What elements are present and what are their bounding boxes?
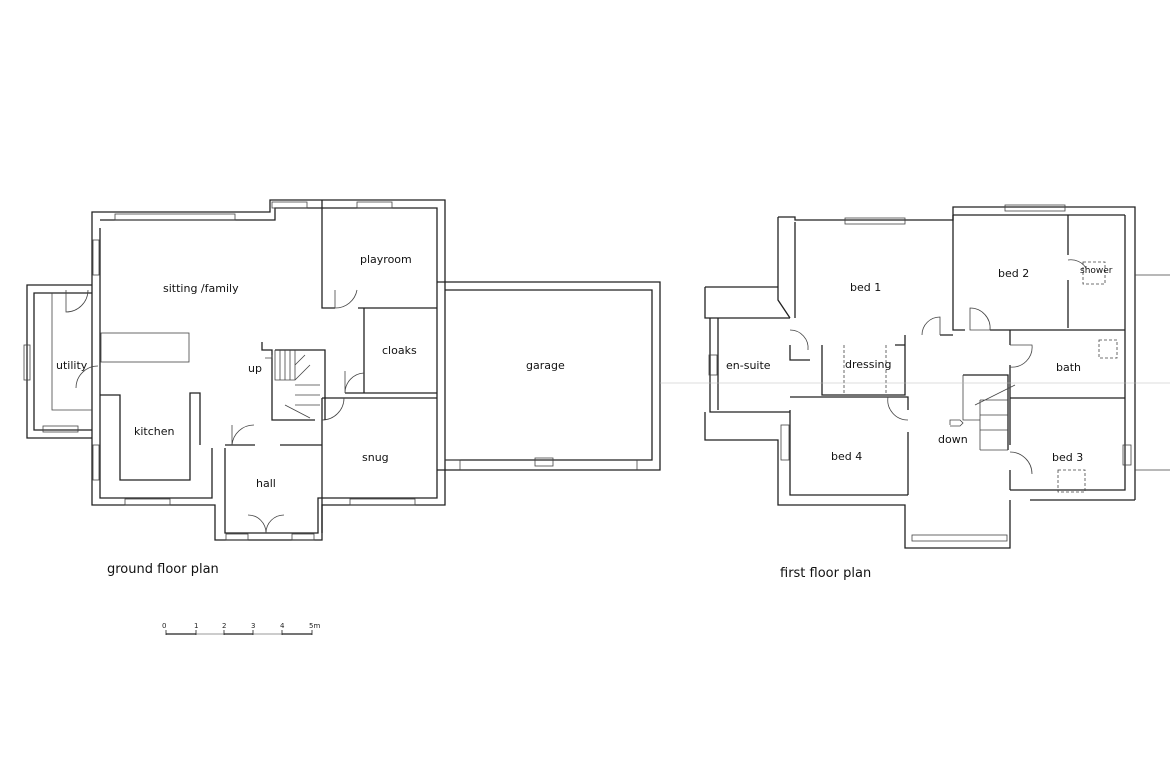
ground-floor-plan xyxy=(23,199,446,541)
garage xyxy=(437,281,661,471)
door-swing xyxy=(1009,451,1033,475)
scale-bar: 0 1 2 3 4 5m xyxy=(162,622,320,635)
window xyxy=(23,344,31,381)
shower-tray xyxy=(1082,261,1106,285)
door-swing xyxy=(887,396,909,421)
room-label-utility: utility xyxy=(56,359,88,372)
first-floor-title: first floor plan xyxy=(780,566,871,581)
scale-tick-label: 0 xyxy=(162,622,166,630)
ground-inner-wall xyxy=(99,207,438,534)
front-door xyxy=(247,514,285,534)
door-swing xyxy=(231,424,255,446)
ground-floor-title: ground floor plan xyxy=(107,562,219,577)
room-label-bed4: bed 4 xyxy=(831,450,862,463)
window xyxy=(92,444,100,481)
room-label-bed3: bed 3 xyxy=(1052,451,1083,464)
scale-tick-label: 3 xyxy=(251,622,255,630)
scale-tick-label: 1 xyxy=(194,622,198,630)
room-label-kitchen: kitchen xyxy=(134,425,175,438)
door-swing xyxy=(344,371,365,394)
window xyxy=(356,201,393,209)
window xyxy=(1004,204,1066,212)
window xyxy=(708,354,718,376)
window xyxy=(92,239,100,276)
staircase xyxy=(962,375,1016,451)
room-label-bed2: bed 2 xyxy=(998,267,1029,280)
room-label-shower: shower xyxy=(1080,266,1113,276)
window xyxy=(114,213,236,221)
first-outer-wall xyxy=(704,206,1136,549)
bath-fixture xyxy=(1098,339,1118,359)
window xyxy=(349,498,416,506)
door-swing xyxy=(65,289,89,313)
door-swing xyxy=(1009,344,1033,368)
staircase xyxy=(261,342,326,421)
utility-wall xyxy=(26,284,92,439)
room-label-bath: bath xyxy=(1056,361,1081,374)
stair-label-up: up xyxy=(248,362,262,375)
window xyxy=(844,217,906,225)
door-swing xyxy=(75,365,99,389)
window xyxy=(291,533,315,541)
scale-tick-label: 2 xyxy=(222,622,226,630)
window xyxy=(271,201,308,209)
room-label-sitting-family: sitting /family xyxy=(163,282,239,295)
room-label-playroom: playroom xyxy=(360,253,412,266)
window xyxy=(225,533,249,541)
fixture xyxy=(1057,469,1086,493)
window xyxy=(911,534,1008,542)
room-label-hall: hall xyxy=(256,477,276,490)
window xyxy=(42,425,79,433)
scale-tick-label: 4 xyxy=(280,622,285,630)
window xyxy=(124,498,171,506)
door-swing xyxy=(334,289,358,309)
door-swing xyxy=(969,307,991,331)
kitchen-peninsula xyxy=(100,332,190,363)
door-swing xyxy=(1067,259,1087,269)
window xyxy=(780,424,790,461)
stair-label-down: down xyxy=(938,433,968,446)
room-label-snug: snug xyxy=(362,451,389,464)
room-label-garage: garage xyxy=(526,359,565,372)
scale-tick-label: 5m xyxy=(309,622,320,630)
room-label-dressing: dressing xyxy=(845,358,892,371)
door-swing xyxy=(921,316,941,336)
door-swing xyxy=(789,329,809,351)
room-label-bed1: bed 1 xyxy=(850,281,881,294)
room-label-cloaks: cloaks xyxy=(382,344,417,357)
first-floor-plan xyxy=(660,204,1170,549)
window xyxy=(1122,444,1132,466)
room-label-en-suite: en-suite xyxy=(726,359,771,372)
